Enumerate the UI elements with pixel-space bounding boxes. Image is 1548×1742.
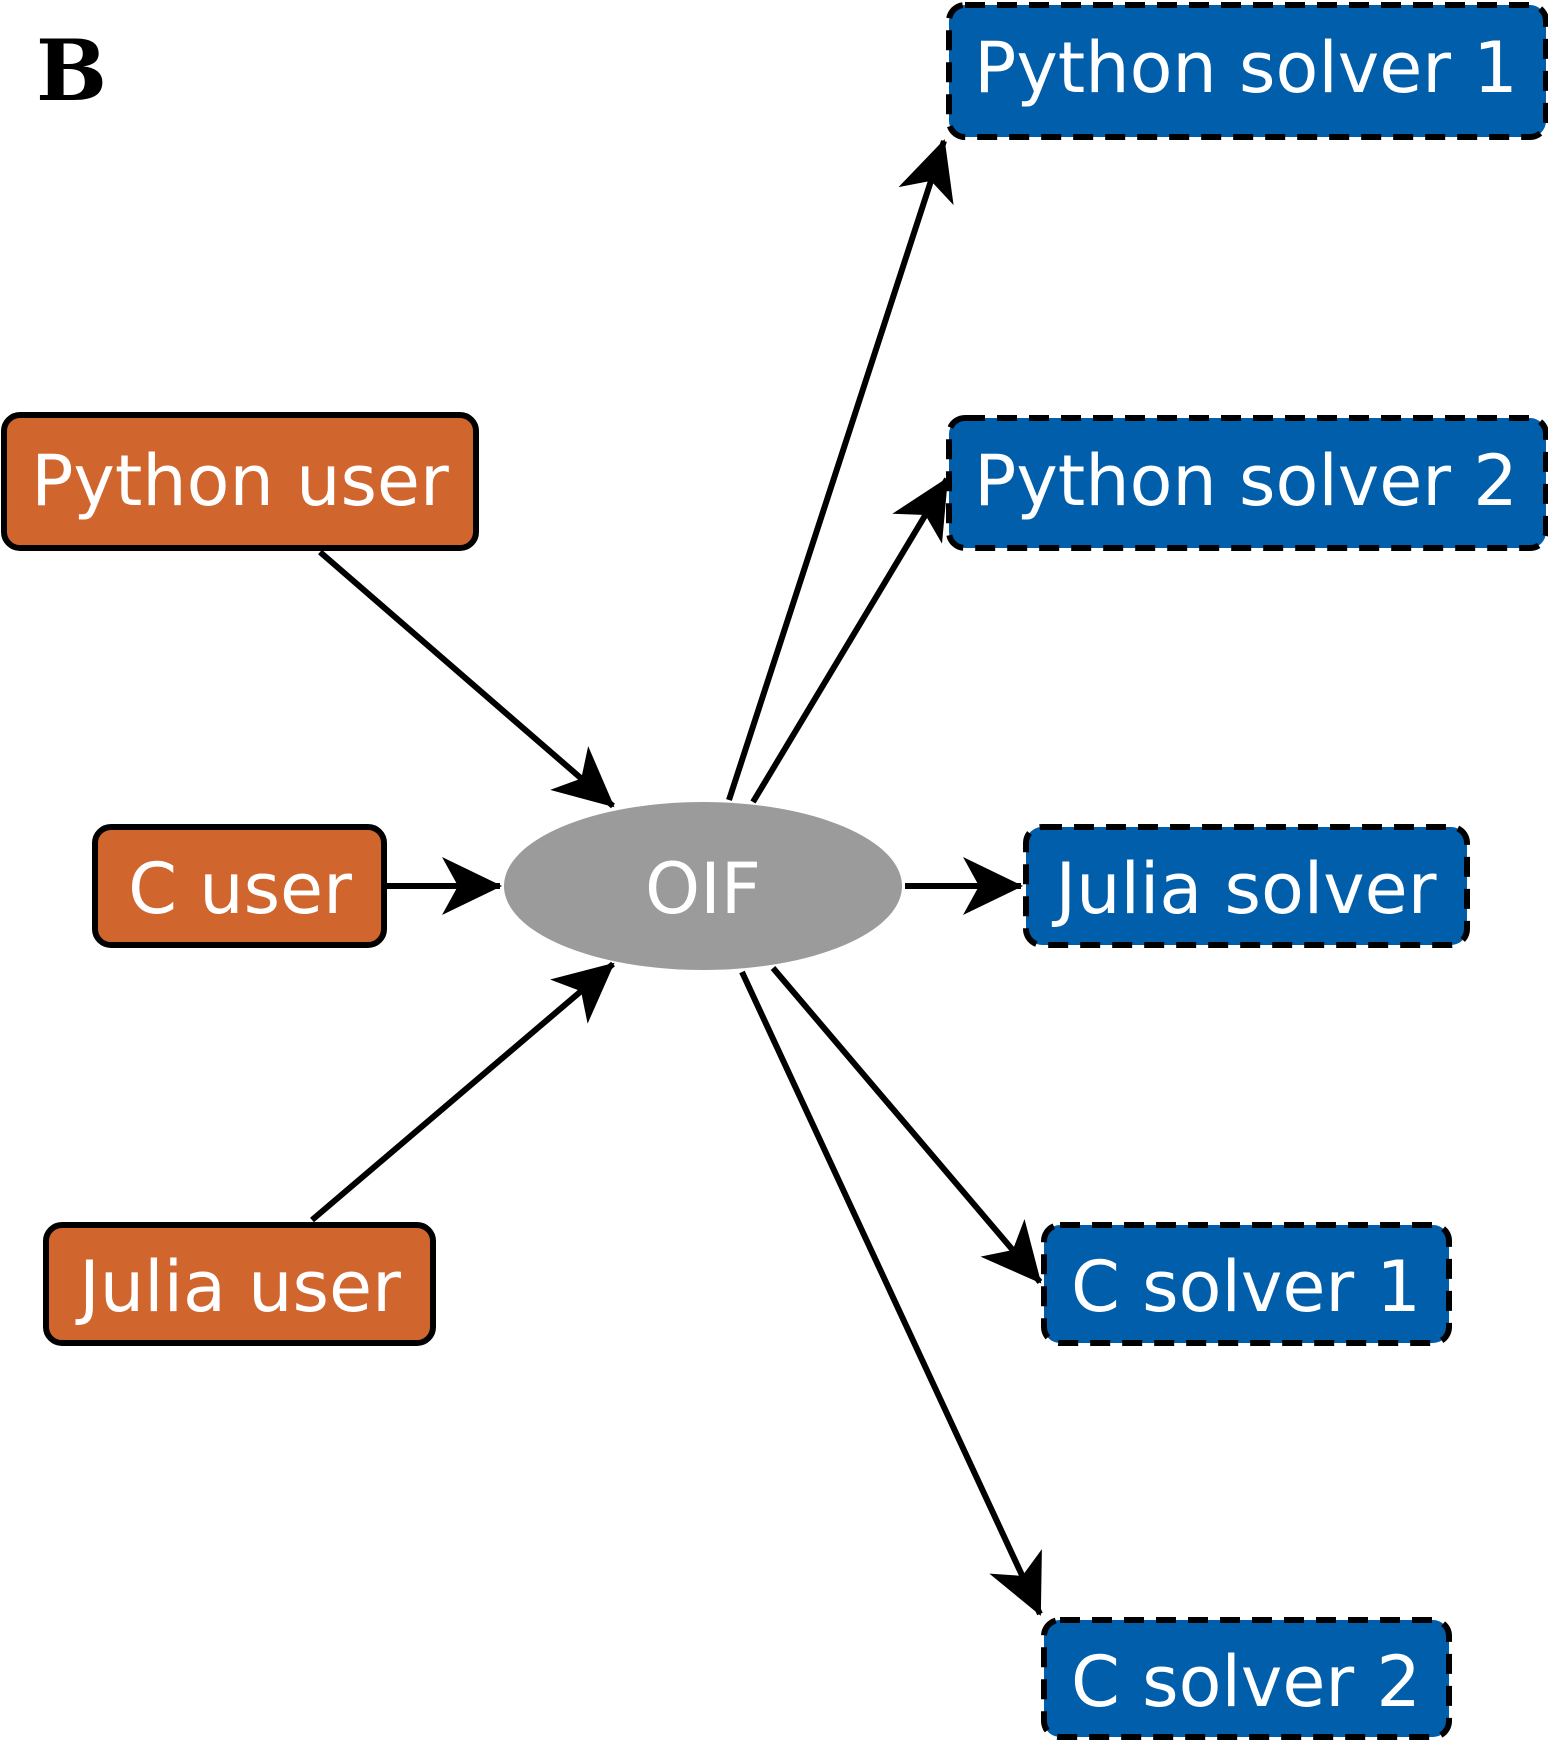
user-nodes: Python user C user Julia user (1, 412, 479, 1346)
node-label: Julia user (75, 1246, 401, 1328)
solver-nodes: Python solver 1 Python solver 2 Julia so… (946, 2, 1548, 1740)
edge-julia-user-to-oif (310, 961, 615, 1223)
node-box (946, 2, 1548, 140)
node-box (946, 415, 1548, 551)
node-box (1041, 1617, 1452, 1740)
node-c-solver-2: C solver 2 (1041, 1617, 1452, 1740)
node-python-solver-1: Python solver 1 (946, 2, 1548, 140)
panel-label: B (36, 21, 107, 120)
node-label: C user (128, 848, 352, 930)
node-python-solver-2: Python solver 2 (946, 415, 1548, 551)
node-label: C solver 2 (1071, 1641, 1421, 1723)
node-label: Julia solver (1051, 848, 1436, 930)
edge-oif-to-c-solver-1 (770, 966, 1043, 1284)
node-label: C solver 1 (1071, 1246, 1421, 1328)
node-c-solver-1: C solver 1 (1041, 1222, 1452, 1346)
node-box (1041, 1222, 1452, 1346)
node-python-user: Python user (1, 412, 479, 551)
node-c-user: C user (92, 824, 387, 948)
node-label: Python solver 1 (974, 27, 1518, 109)
edge-python-user-to-oif (318, 549, 615, 809)
edge-oif-to-python-solver-1 (726, 139, 954, 801)
edge-oif-to-c-solver-2 (739, 970, 1043, 1616)
node-box (92, 824, 387, 948)
node-box (1023, 824, 1470, 948)
node-box (43, 1222, 436, 1346)
node-julia-solver: Julia solver (1023, 824, 1470, 948)
hub-label: OIF (645, 848, 761, 930)
hub-ellipse (504, 802, 902, 970)
node-julia-user: Julia user (43, 1222, 436, 1346)
edges (310, 139, 1043, 1616)
node-label: Python solver 2 (974, 440, 1518, 522)
node-box (1, 412, 479, 551)
edge-oif-to-python-solver-2 (750, 477, 950, 804)
node-label: Python user (31, 440, 449, 522)
node-oif: OIF (504, 802, 902, 970)
